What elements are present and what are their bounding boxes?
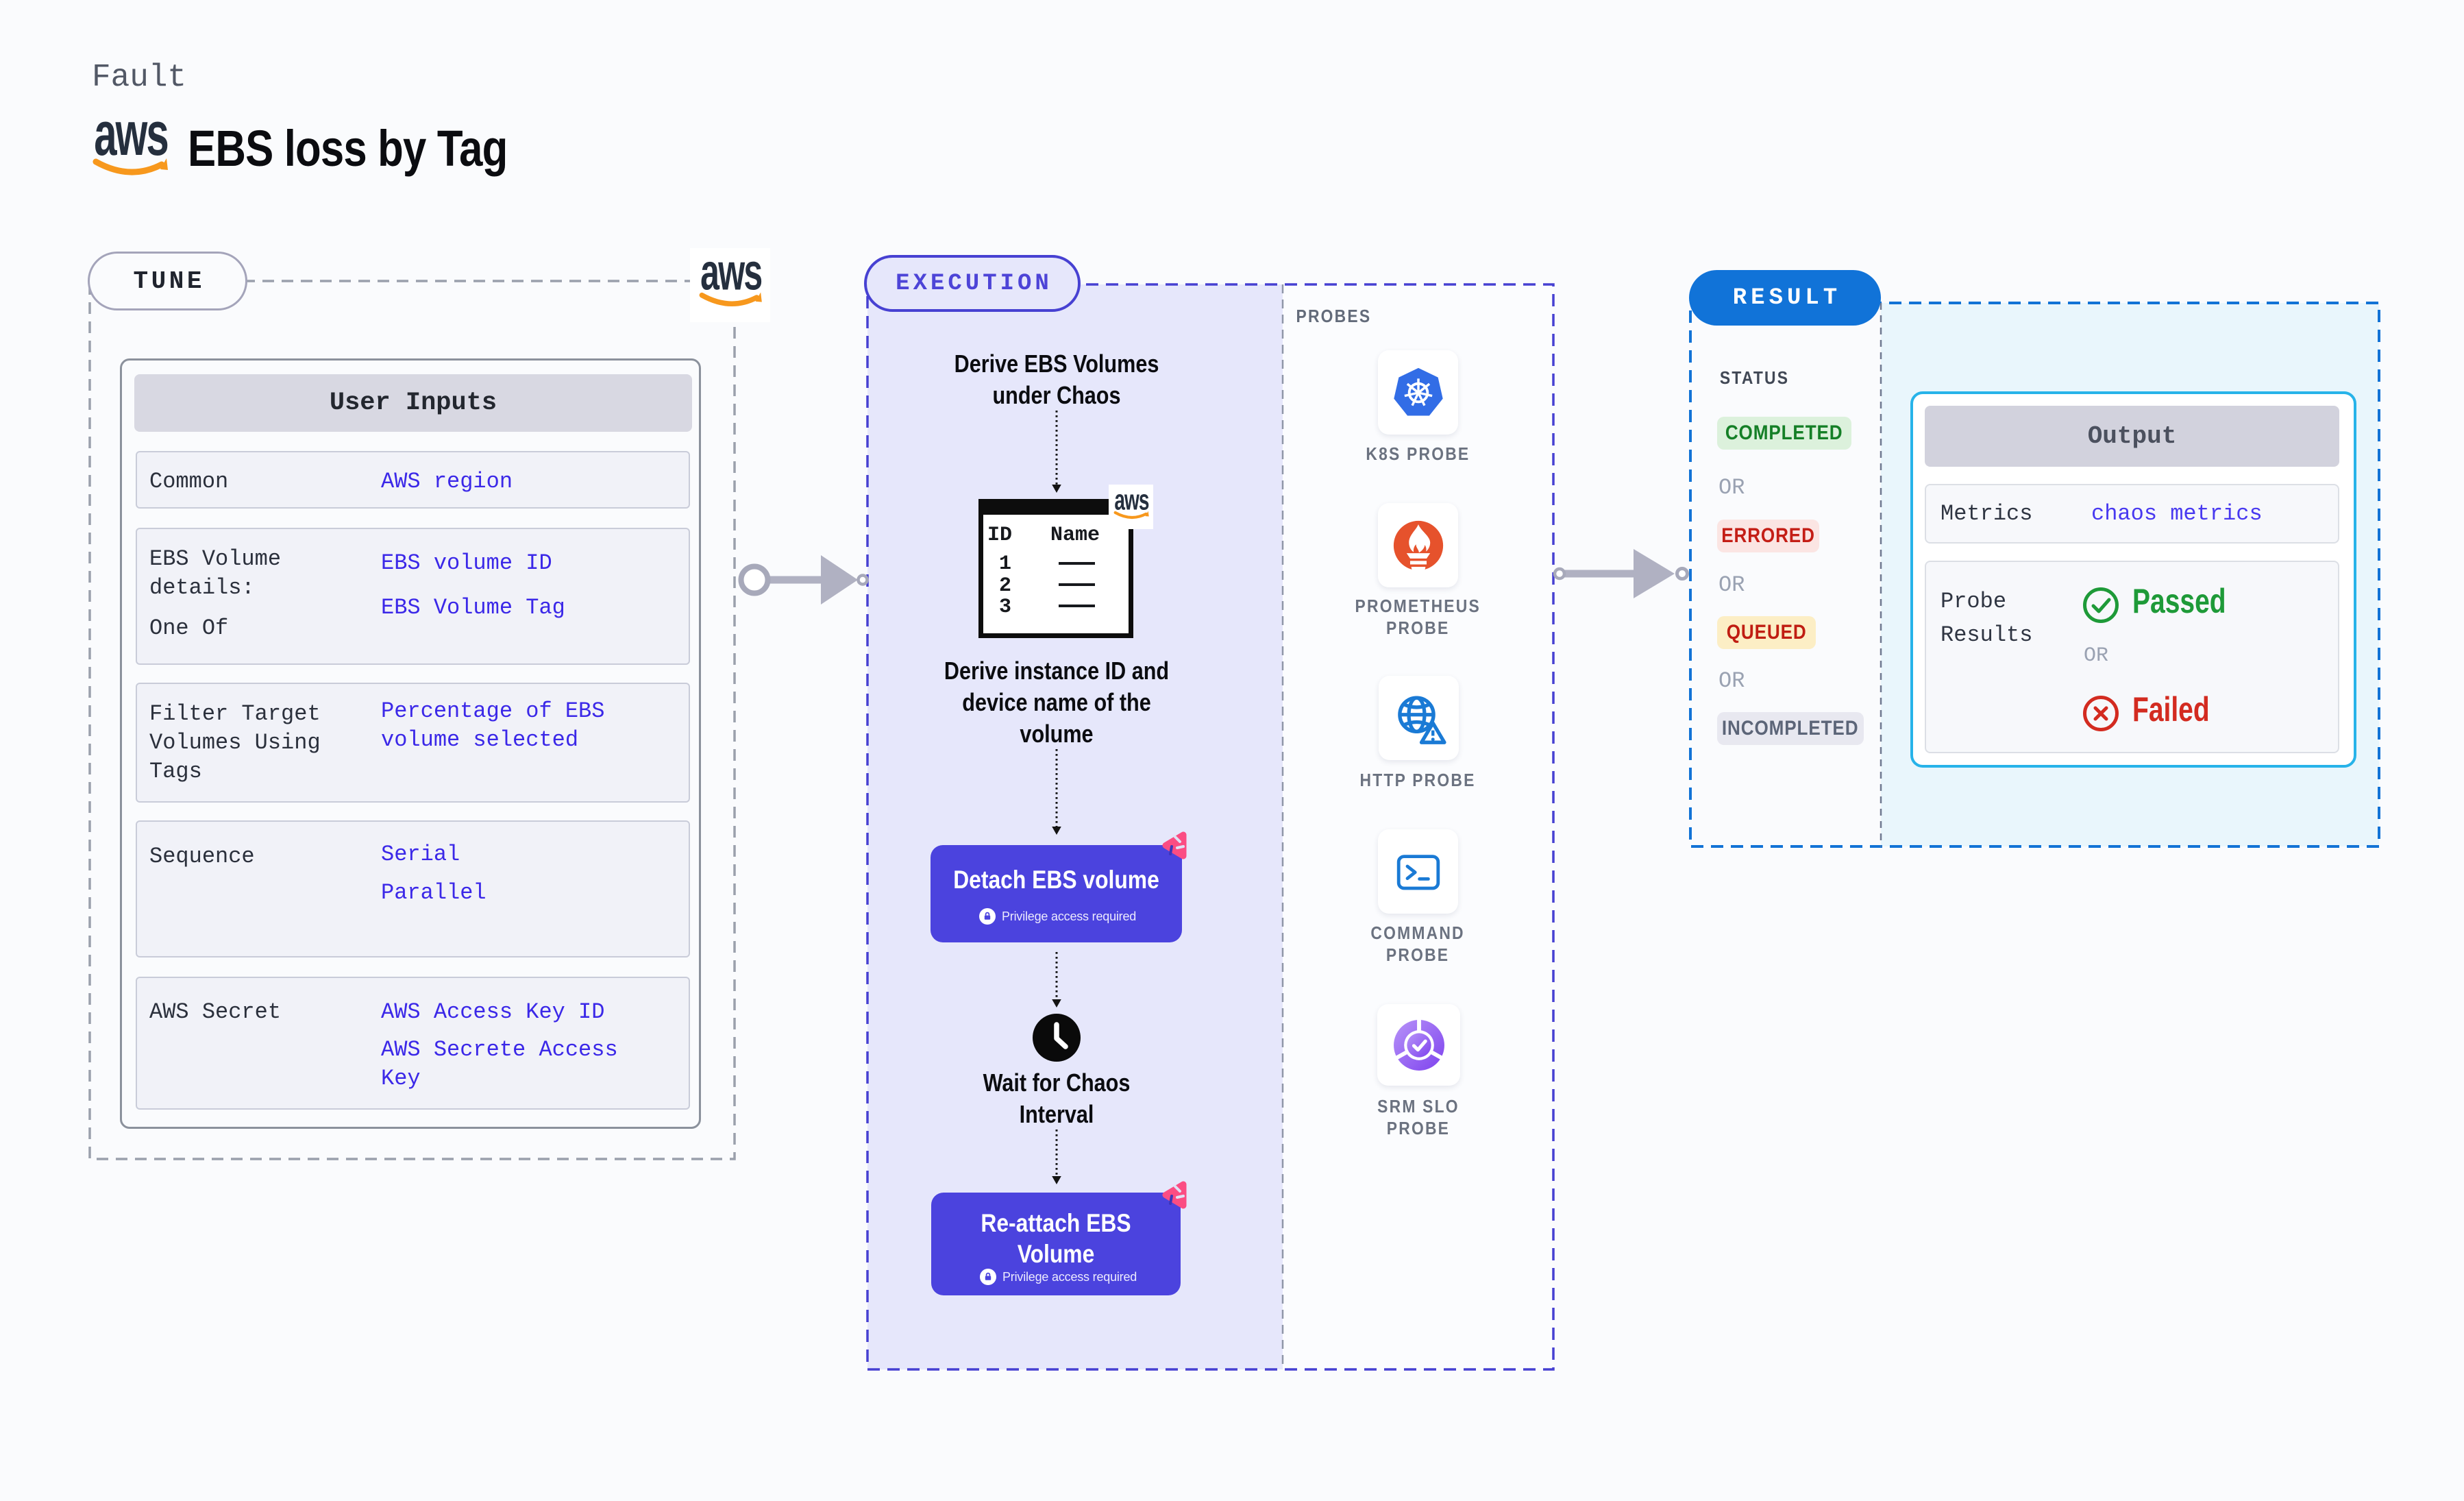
svg-text:aws: aws xyxy=(1114,493,1148,516)
svg-text:aws: aws xyxy=(700,260,761,301)
svg-text:aws: aws xyxy=(94,119,167,169)
